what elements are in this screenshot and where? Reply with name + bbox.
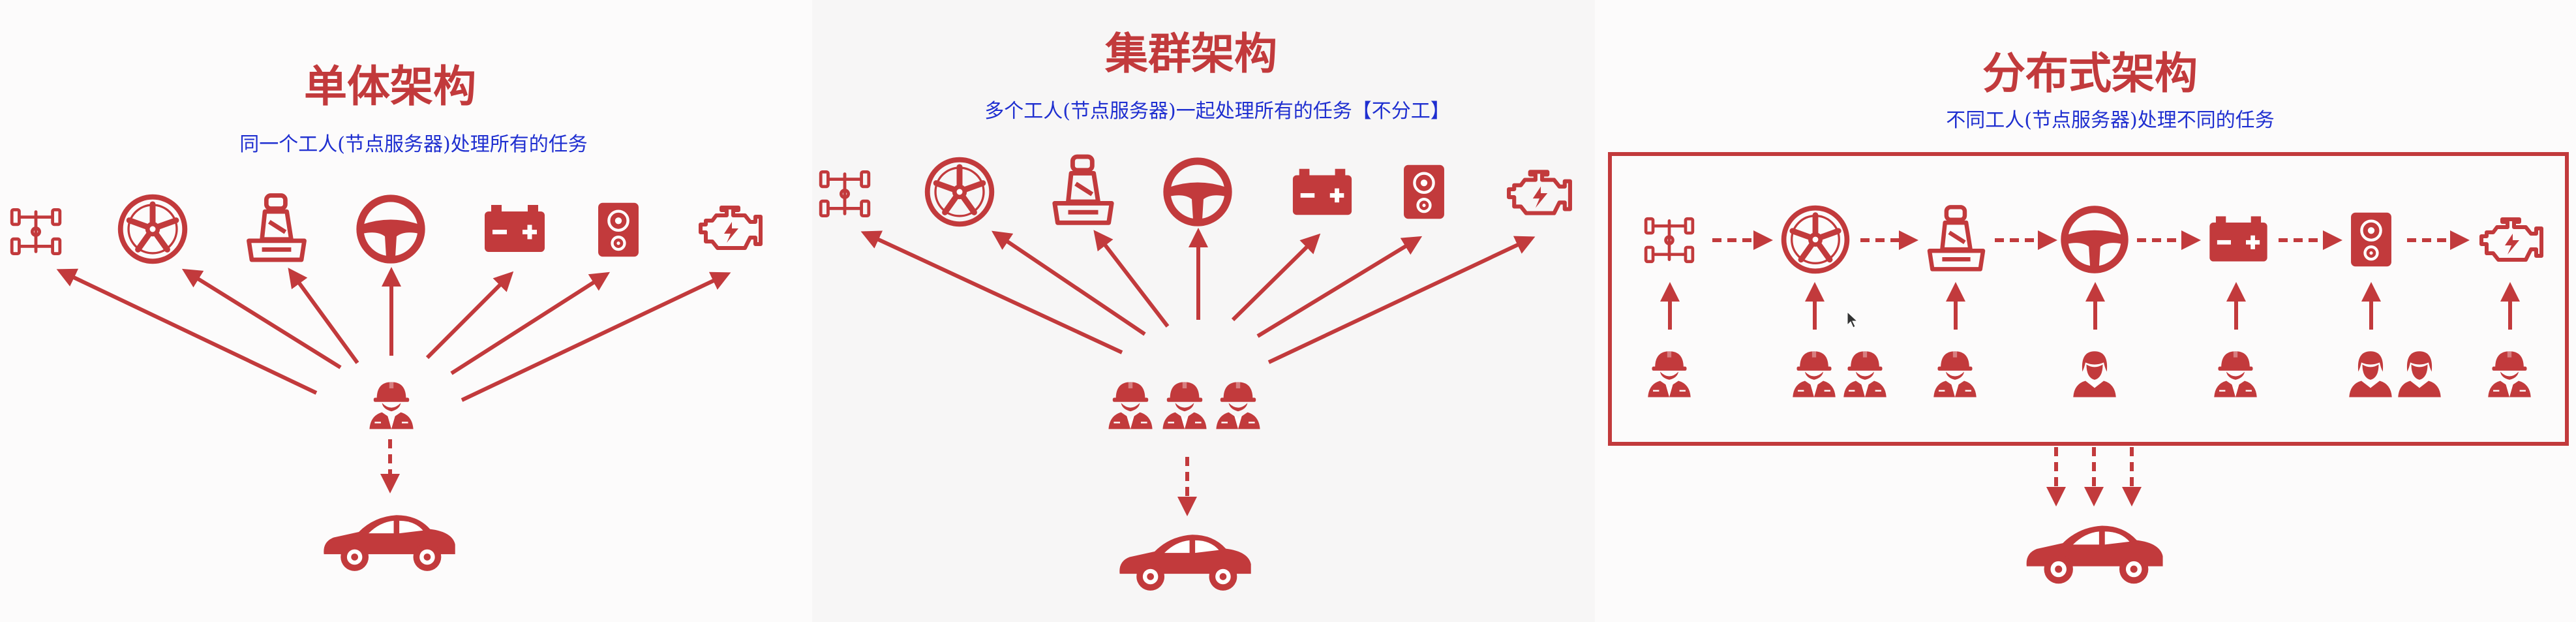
battery-icon	[2209, 216, 2267, 262]
battery-icon	[1292, 168, 1352, 215]
panel-title-distributed: 分布式架构	[1982, 48, 2198, 99]
car-seat-icon	[1930, 207, 1983, 269]
female-worker-icon	[2349, 351, 2392, 397]
steering-wheel-icon	[360, 198, 421, 260]
wheel-icon	[121, 197, 185, 262]
chassis-icon	[821, 172, 869, 215]
worker-icon	[1108, 381, 1153, 429]
panel-title-cluster: 集群架构	[1105, 29, 1277, 79]
speaker-icon	[1404, 165, 1444, 219]
battery-icon	[485, 205, 545, 252]
worker-icon	[369, 381, 414, 429]
speaker-icon	[598, 203, 639, 257]
car-seat-icon	[1055, 157, 1112, 223]
panel-title-monolithic: 单体架构	[304, 61, 476, 112]
steering-wheel-icon	[2065, 210, 2125, 270]
panel-distributed	[1595, 0, 2576, 622]
worker-icon	[1648, 350, 1691, 397]
chassis-icon	[12, 210, 60, 253]
car-seat-icon	[249, 195, 304, 260]
worker-icon	[1843, 350, 1887, 397]
steering-wheel-icon	[1167, 161, 1228, 223]
panel-cluster	[812, 0, 1595, 622]
female-worker-icon	[2073, 351, 2116, 397]
engine-icon	[701, 208, 761, 248]
engine-icon	[1509, 172, 1570, 213]
worker-icon	[1793, 350, 1836, 397]
panel-subtitle-monolithic: 同一个工人(节点服务器)处理所有的任务	[239, 133, 588, 156]
worker-icon	[2214, 350, 2257, 397]
monolithic-arrows	[56, 267, 731, 402]
engine-icon	[2481, 219, 2541, 260]
car-icon	[2026, 525, 2163, 584]
chassis-icon	[1646, 219, 1693, 262]
wheel-icon	[1784, 208, 1847, 272]
panel-subtitle-distributed: 不同工人(节点服务器)处理不同的任务	[1946, 109, 2275, 132]
cursor-icon	[1847, 311, 1858, 328]
cluster-arrows	[860, 228, 1536, 364]
worker-icon	[2488, 350, 2531, 397]
wheel-icon	[928, 160, 992, 225]
distributed-worker-arrows	[1660, 282, 2520, 330]
speaker-icon	[2351, 213, 2391, 267]
car-icon	[1119, 535, 1251, 591]
panel-subtitle-cluster: 多个工人(节点服务器)一起处理所有的任务【不分工】	[984, 100, 1450, 123]
car-icon	[324, 515, 455, 571]
worker-icon	[1933, 350, 1977, 397]
worker-icon	[1216, 381, 1260, 429]
worker-icon	[1162, 381, 1207, 429]
distributed-frame	[1608, 152, 2569, 446]
distributed-to-car-arrows	[2046, 447, 2142, 506]
female-worker-icon	[2398, 351, 2441, 397]
